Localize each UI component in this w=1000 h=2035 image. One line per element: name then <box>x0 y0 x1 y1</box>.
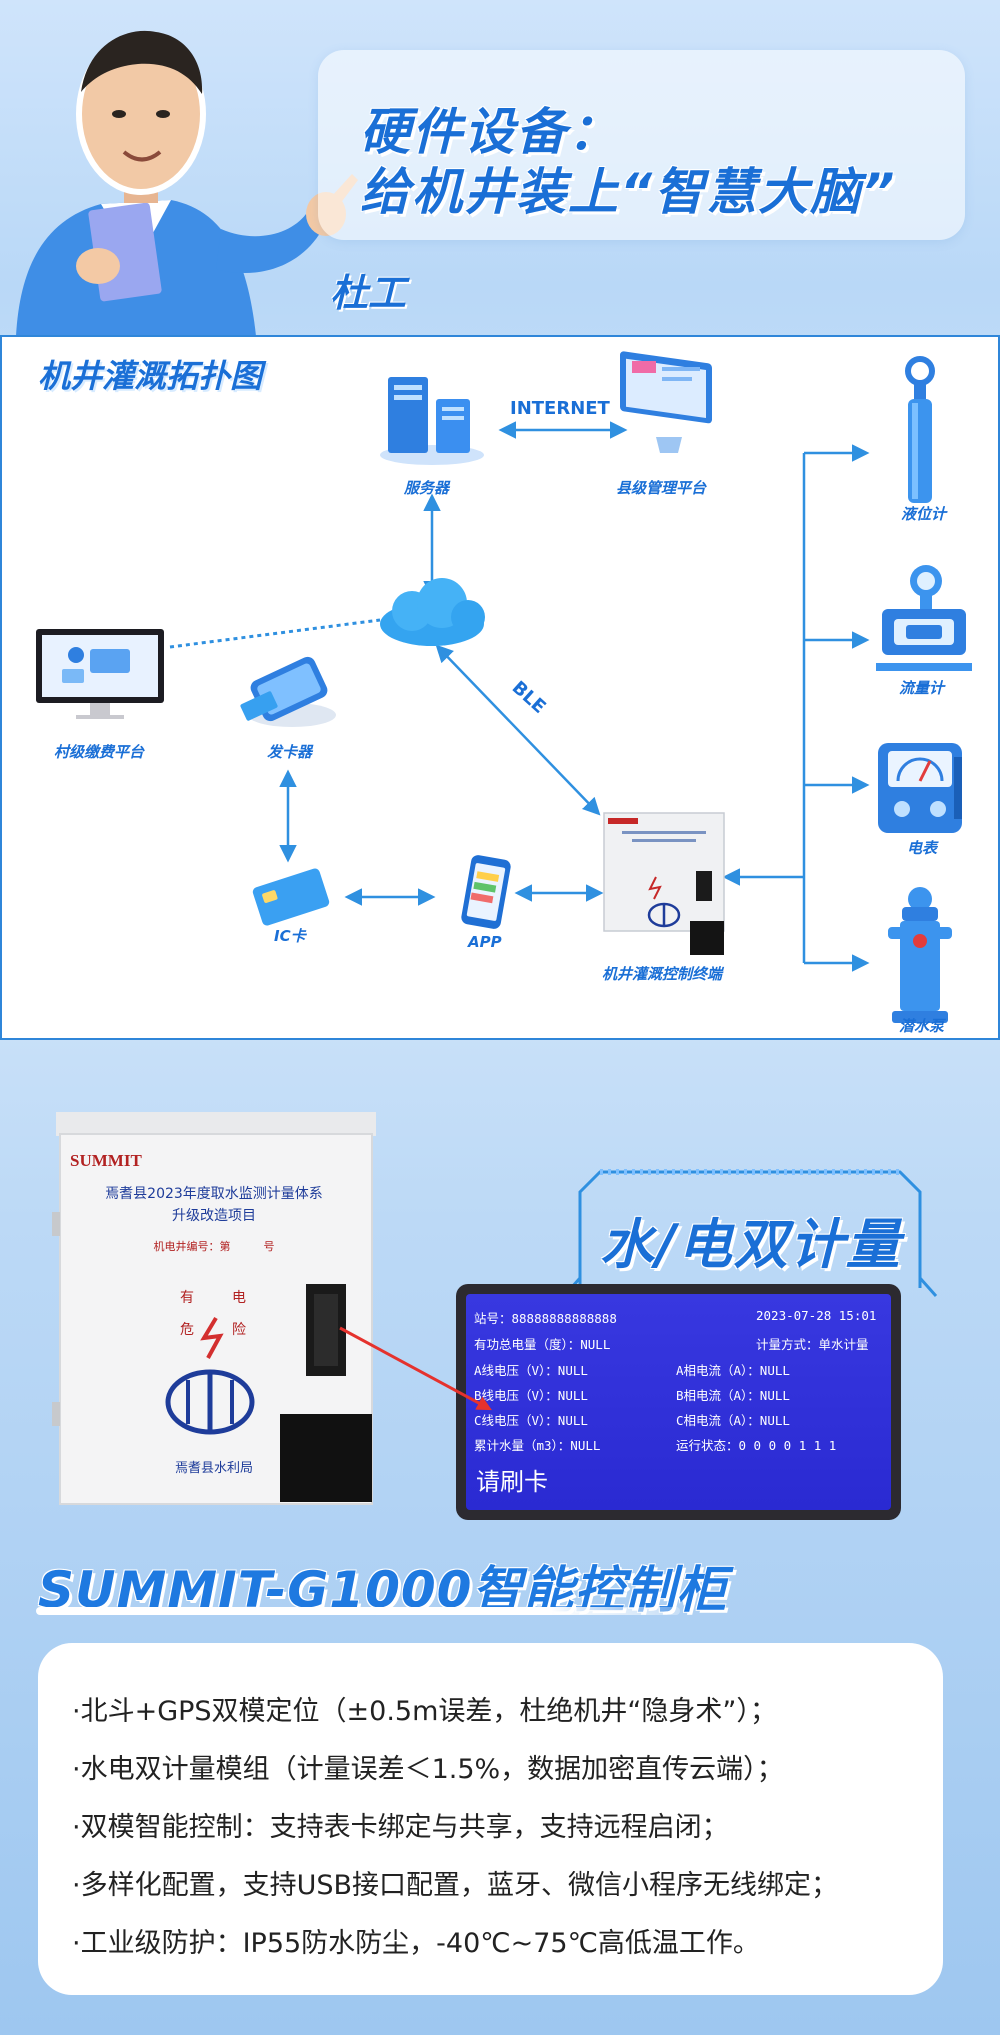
server-icon <box>380 377 484 465</box>
lcd-voltage-c: C线电压（V）：NULL <box>474 1413 588 1428</box>
topology-diagram <box>36 351 972 1023</box>
feature-item: ·北斗+GPS双模定位（±0.5m误差，杜绝机井“隐身术”）； <box>72 1696 777 1727</box>
flow-meter-icon <box>876 565 972 671</box>
ic-card-icon <box>252 868 330 926</box>
cabinet-warn-lt: 有 <box>180 1290 194 1306</box>
node-label-server: 服务器 <box>404 479 450 497</box>
node-label-village-platform: 村级缴费平台 <box>54 743 145 761</box>
node-label-flow-meter: 流量计 <box>899 679 945 697</box>
node-label-ic-card: IC卡 <box>274 927 306 945</box>
level-meter-icon <box>905 356 935 503</box>
cabinet-warn-rb: 险 <box>232 1322 246 1338</box>
cabinet-footer: 焉耆县水利局 <box>175 1461 253 1476</box>
dual-metering-title: 水/电双计量 <box>600 1213 902 1276</box>
cabinet-warn-rt: 电 <box>232 1290 246 1306</box>
page-title-line2: 给机井装上“智慧大脑” <box>360 163 897 221</box>
edge-village-cloud <box>169 618 381 649</box>
feature-item: ·双模智能控制：支持表卡绑定与共享，支持远程启闭； <box>72 1812 729 1843</box>
title-card <box>318 50 965 240</box>
lcd-screen: 站号：88888888888888 2023-07-28 15:01 有功总电量… <box>456 1284 901 1520</box>
node-label-terminal: 机井灌溉控制终端 <box>602 965 723 983</box>
lcd-current-a: A相电流（A）：NULL <box>676 1363 790 1378</box>
presenter-name: 杜工 <box>330 271 407 315</box>
village-platform-icon <box>36 629 164 719</box>
node-label-county-platform: 县级管理平台 <box>616 479 707 497</box>
node-label-card-issuer: 发卡器 <box>267 743 313 761</box>
cabinet-number-label: 机电井编号：第 号 <box>154 1239 275 1253</box>
cloud-icon <box>380 578 485 646</box>
lcd-display: 站号：88888888888888 2023-07-28 15:01 有功总电量… <box>466 1294 891 1510</box>
lcd-voltage-a: A线电压（V）：NULL <box>474 1363 588 1378</box>
feature-item: ·工业级防护：IP55防水防尘，-40℃~75℃高低温工作。 <box>72 1928 760 1959</box>
title-underline <box>36 1607 680 1615</box>
topology-title: 机井灌溉拓扑图 <box>38 357 263 395</box>
electric-meter-icon <box>878 743 962 833</box>
county-platform-icon <box>620 351 712 453</box>
lcd-datetime: 2023-07-28 15:01 <box>756 1308 877 1323</box>
lcd-run-status: 运行状态：0 0 0 0 1 1 1 <box>676 1438 837 1453</box>
feature-item: ·水电双计量模组（计量误差＜1.5%，数据加密直传云端）； <box>72 1754 784 1785</box>
edge-cloud-terminal <box>435 644 601 816</box>
lcd-total-energy: 有功总电量（度）：NULL <box>474 1337 611 1352</box>
page-title-line1: 硬件设备： <box>360 103 620 161</box>
node-label-app: APP <box>468 933 502 951</box>
lcd-current-c: C相电流（A）：NULL <box>676 1413 790 1428</box>
lcd-station: 站号：88888888888888 <box>474 1311 617 1326</box>
cabinet-photo: SUMMIT 焉耆县2023年度取水监测计量体系 升级改造项目 机电井编号：第 … <box>52 1112 376 1505</box>
node-label-level-meter: 液位计 <box>901 505 947 523</box>
lcd-water-total: 累计水量（m3）：NULL <box>474 1438 601 1453</box>
submersible-pump-icon <box>888 887 952 1023</box>
header: 硬件设备： 给机井装上“智慧大脑” 杜工 <box>0 0 1000 336</box>
card-issuer-icon <box>240 656 336 727</box>
cabinet-brand: SUMMIT <box>70 1151 142 1170</box>
cabinet-line1: 焉耆县2023年度取水监测计量体系 <box>105 1186 323 1202</box>
lcd-metering-mode: 计量方式：单水计量 <box>756 1337 869 1352</box>
control-terminal-icon <box>603 812 725 955</box>
lcd-current-b: B相电流（A）：NULL <box>676 1388 790 1403</box>
cabinet-line2: 升级改造项目 <box>172 1208 256 1224</box>
lcd-voltage-b: B线电压（V）：NULL <box>474 1388 588 1403</box>
topology-panel: 机井灌溉拓扑图 INTERNET BLE 服务器 县级管理平台 村级缴费平台 发… <box>0 335 1000 1040</box>
cabinet-warn-lb: 危 <box>180 1322 194 1338</box>
feature-card: ·北斗+GPS双模定位（±0.5m误差，杜绝机井“隐身术”）； ·水电双计量模组… <box>38 1643 943 1995</box>
edge-label-internet: INTERNET <box>510 398 610 419</box>
lcd-prompt: 请刷卡 <box>476 1468 548 1496</box>
app-phone-icon <box>461 855 511 929</box>
feature-item: ·多样化配置，支持USB接口配置，蓝牙、微信小程序无线绑定； <box>72 1870 839 1901</box>
node-label-electric-meter: 电表 <box>907 839 938 857</box>
presenter-avatar <box>16 30 358 336</box>
node-label-pump: 潜水泵 <box>899 1017 945 1035</box>
